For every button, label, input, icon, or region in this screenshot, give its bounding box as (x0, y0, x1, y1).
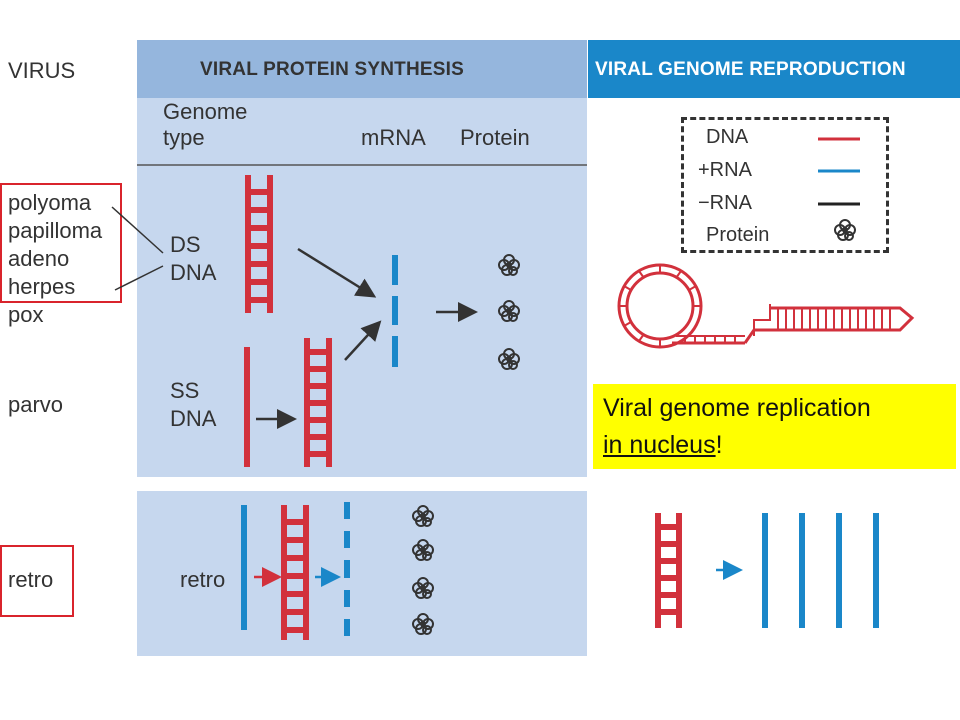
rolling-circle-replication (617, 263, 915, 349)
protein-blob-icon (498, 254, 520, 276)
protein-synthesis-panel (137, 40, 587, 477)
connector-line (111, 206, 164, 254)
connector-line (114, 265, 164, 291)
mrna-heading: mRNA (361, 125, 426, 150)
virus-name: pox (8, 302, 44, 327)
protein-heading: Protein (460, 125, 530, 150)
virus-name: herpes (8, 274, 76, 299)
legend-label-protein: Protein (706, 224, 770, 246)
virus-name: polyoma (8, 190, 92, 215)
retro-dna-ladder (281, 505, 309, 640)
genome-label-ds-dna-text: DNA (170, 260, 217, 285)
protein-blob-icon (412, 613, 434, 635)
legend-label-minus-rna: −RNA (698, 192, 752, 214)
genome-type-heading-line2: type (163, 125, 205, 150)
virus-name-retro: retro (8, 567, 54, 592)
genome-type-heading: Genome type (163, 99, 247, 151)
protein-blob-icon (412, 505, 434, 527)
legend-label-plus-rna: +RNA (698, 159, 752, 181)
highlight-box-retro (0, 545, 74, 617)
legend-label-dna: DNA (706, 126, 749, 148)
genome-label-ds-dna: DS DNA (170, 231, 216, 287)
genome-reproduction-title: VIRAL GENOME REPRODUCTION (595, 59, 906, 80)
note-underlined-text: in nucleus (603, 431, 716, 459)
virus-name: papilloma (8, 218, 103, 243)
genome-label-ds: DS (170, 232, 201, 257)
virus-column-label: VIRUS (8, 58, 76, 83)
ss-derived-ds-ladder (304, 338, 332, 467)
protein-synthesis-title: VIRAL PROTEIN SYNTHESIS (200, 59, 464, 80)
virus-name: adeno (8, 246, 70, 271)
genome-label-ss-dna: SS DNA (170, 377, 216, 433)
retro-panel (137, 491, 587, 656)
genome-label-retro: retro (180, 567, 226, 592)
note-line-2-tail: ! (715, 431, 723, 459)
genome-type-heading-line1: Genome (163, 99, 248, 124)
protein-synthesis-header (137, 40, 587, 98)
genome-reproduction-header (588, 40, 960, 98)
genome-label-ss-dna-text: DNA (170, 406, 217, 431)
transcription-arrow-ds (297, 247, 377, 298)
legend: DNA +RNA −RNA Protein (681, 117, 889, 253)
protein-blob-icon (412, 577, 434, 599)
protein-blob-icon (412, 539, 434, 561)
note-line-1: Viral genome replication (603, 394, 871, 422)
protein-blob-icon (498, 348, 520, 370)
retro-provirus-ladder (655, 513, 682, 628)
transcription-arrow-ss (344, 320, 382, 361)
virus-name-parvo: parvo (8, 392, 64, 417)
protein-blob-icon (498, 300, 520, 322)
replication-note: Viral genome replication in nucleus! (593, 384, 956, 469)
note-line-2: in nucleus! (603, 431, 723, 460)
genome-label-ss: SS (170, 378, 200, 403)
ds-dna-ladder (245, 175, 273, 313)
protein-blob-icon (834, 219, 856, 241)
highlight-box-ds-dna (0, 183, 122, 303)
ds-dna-virus-list: polyoma papilloma adeno herpes pox (8, 189, 102, 329)
progeny-rna-genomes (762, 513, 879, 628)
